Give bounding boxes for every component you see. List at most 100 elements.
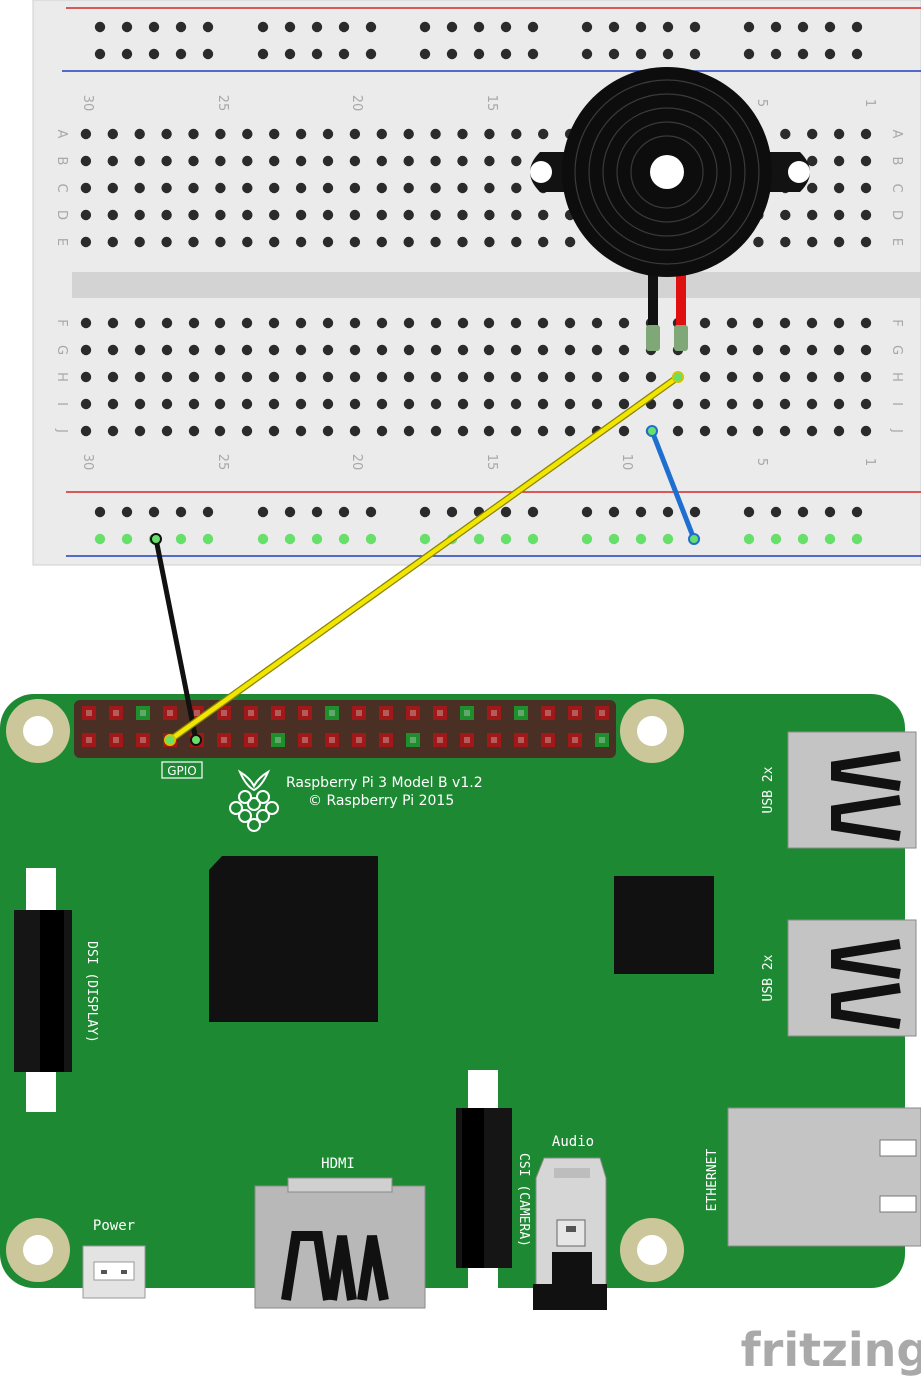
- column-number-label: 15: [484, 95, 499, 112]
- rail-hole: [689, 506, 701, 518]
- breadboard-hole: [242, 182, 253, 194]
- mounting-hole-center: [637, 716, 667, 746]
- rail-hole: [662, 506, 674, 518]
- gpio-pin-center: [491, 737, 497, 743]
- breadboard-hole: [672, 425, 684, 437]
- audio-jack-window: [556, 1219, 586, 1247]
- breadboard-hole: [134, 344, 146, 356]
- breadboard-hole: [430, 344, 442, 356]
- gpio-pin-center: [491, 710, 497, 716]
- gpio-pin-center: [194, 710, 200, 716]
- power-port-opening: [93, 1261, 135, 1281]
- rail-hole: [365, 48, 377, 60]
- rail-hole: [608, 506, 620, 518]
- rail-hole: [770, 48, 782, 60]
- wire-end: [164, 734, 176, 746]
- rail-hole: [257, 533, 269, 545]
- gpio-pin: [487, 733, 501, 747]
- breadboard-hole: [511, 182, 522, 194]
- breadboard-hole: [779, 398, 791, 410]
- row-letter-label: E: [54, 238, 69, 246]
- breadboard-hole: [376, 344, 388, 356]
- breadboard-hole: [860, 236, 872, 248]
- breadboard-hole: [134, 317, 146, 329]
- breadboard-hole: [188, 317, 200, 329]
- breadboard-hole: [161, 398, 173, 410]
- rail-hole: [770, 21, 782, 33]
- breadboard-hole: [107, 209, 119, 221]
- gpio-pin-center: [113, 710, 119, 716]
- breadboard-hole: [376, 398, 388, 410]
- breadboard-hole: [242, 155, 253, 167]
- breadboard-hole: [833, 236, 845, 248]
- breadboard-hole: [322, 236, 334, 248]
- rail-hole: [338, 48, 350, 60]
- gpio-pin: [136, 733, 150, 747]
- power-port-contact: [101, 1270, 107, 1274]
- breadboard-hole: [618, 344, 630, 356]
- breadboard-hole: [295, 209, 307, 221]
- gpio-pin: [217, 733, 231, 747]
- gpio-pin: [217, 706, 231, 720]
- rail-hole: [635, 506, 647, 518]
- breadboard-hole: [161, 209, 172, 221]
- breadboard-hole: [430, 317, 442, 329]
- breadboard-hole: [322, 155, 334, 167]
- rail-hole: [446, 21, 458, 33]
- row-letter-label: H: [889, 372, 904, 382]
- rail-hole: [851, 533, 863, 545]
- breadboard-hole: [457, 182, 468, 194]
- rail-hole: [148, 48, 160, 60]
- gpio-pin: [298, 733, 312, 747]
- breadboard-hole: [188, 155, 199, 167]
- breadboard-hole: [833, 371, 845, 383]
- breadboard-hole: [349, 398, 361, 410]
- breadboard-hole: [618, 371, 630, 383]
- rail-hole: [338, 533, 350, 545]
- fritzing-watermark: fritzing: [741, 1323, 921, 1377]
- breadboard-hole: [752, 344, 764, 356]
- board-copyright: © Raspberry Pi 2015: [308, 793, 454, 809]
- breadboard-hole: [618, 317, 630, 329]
- gpio-pin: [460, 706, 474, 720]
- rail-hole: [365, 533, 377, 545]
- gpio-pin-center: [356, 737, 362, 743]
- breadboard-hole: [484, 182, 495, 194]
- rail-hole: [743, 21, 755, 33]
- breadboard-hole: [376, 182, 387, 194]
- breadboard-hole: [349, 128, 361, 140]
- breadboard-hole: [537, 317, 549, 329]
- breadboard-hole: [457, 425, 469, 437]
- breadboard-hole: [483, 398, 495, 410]
- rail-hole: [500, 21, 512, 33]
- breadboard-hole: [403, 236, 414, 248]
- breadboard-hole: [726, 371, 738, 383]
- breadboard-hole: [484, 128, 495, 140]
- breadboard-hole: [833, 425, 845, 437]
- breadboard-hole: [134, 398, 146, 410]
- gpio-pin-center: [464, 710, 470, 716]
- rail-hole: [635, 533, 647, 545]
- breadboard-hole: [403, 371, 415, 383]
- breadboard-hole: [403, 425, 415, 437]
- breadboard-hole: [269, 182, 280, 194]
- rail-hole: [635, 21, 647, 33]
- hdmi-port: HDMI: [254, 1156, 426, 1309]
- breadboard-hole: [591, 317, 603, 329]
- breadboard-hole: [349, 344, 361, 356]
- breadboard-hole: [242, 128, 253, 140]
- breadboard-hole: [322, 182, 334, 194]
- breadboard-hole: [780, 236, 791, 248]
- ethernet-port: ETHERNET: [705, 1107, 921, 1247]
- breadboard-hole: [107, 317, 119, 329]
- hdmi-port-top: [287, 1177, 393, 1193]
- breadboard-hole: [403, 182, 414, 194]
- breadboard-hole: [807, 236, 818, 248]
- gpio-pin-center: [140, 737, 146, 743]
- breadboard-hole: [376, 371, 388, 383]
- rail-hole: [527, 533, 539, 545]
- breadboard-hole: [134, 236, 145, 248]
- usb-port-slot: [831, 939, 901, 979]
- breadboard-hole: [349, 317, 361, 329]
- row-letter-label: J: [54, 428, 69, 433]
